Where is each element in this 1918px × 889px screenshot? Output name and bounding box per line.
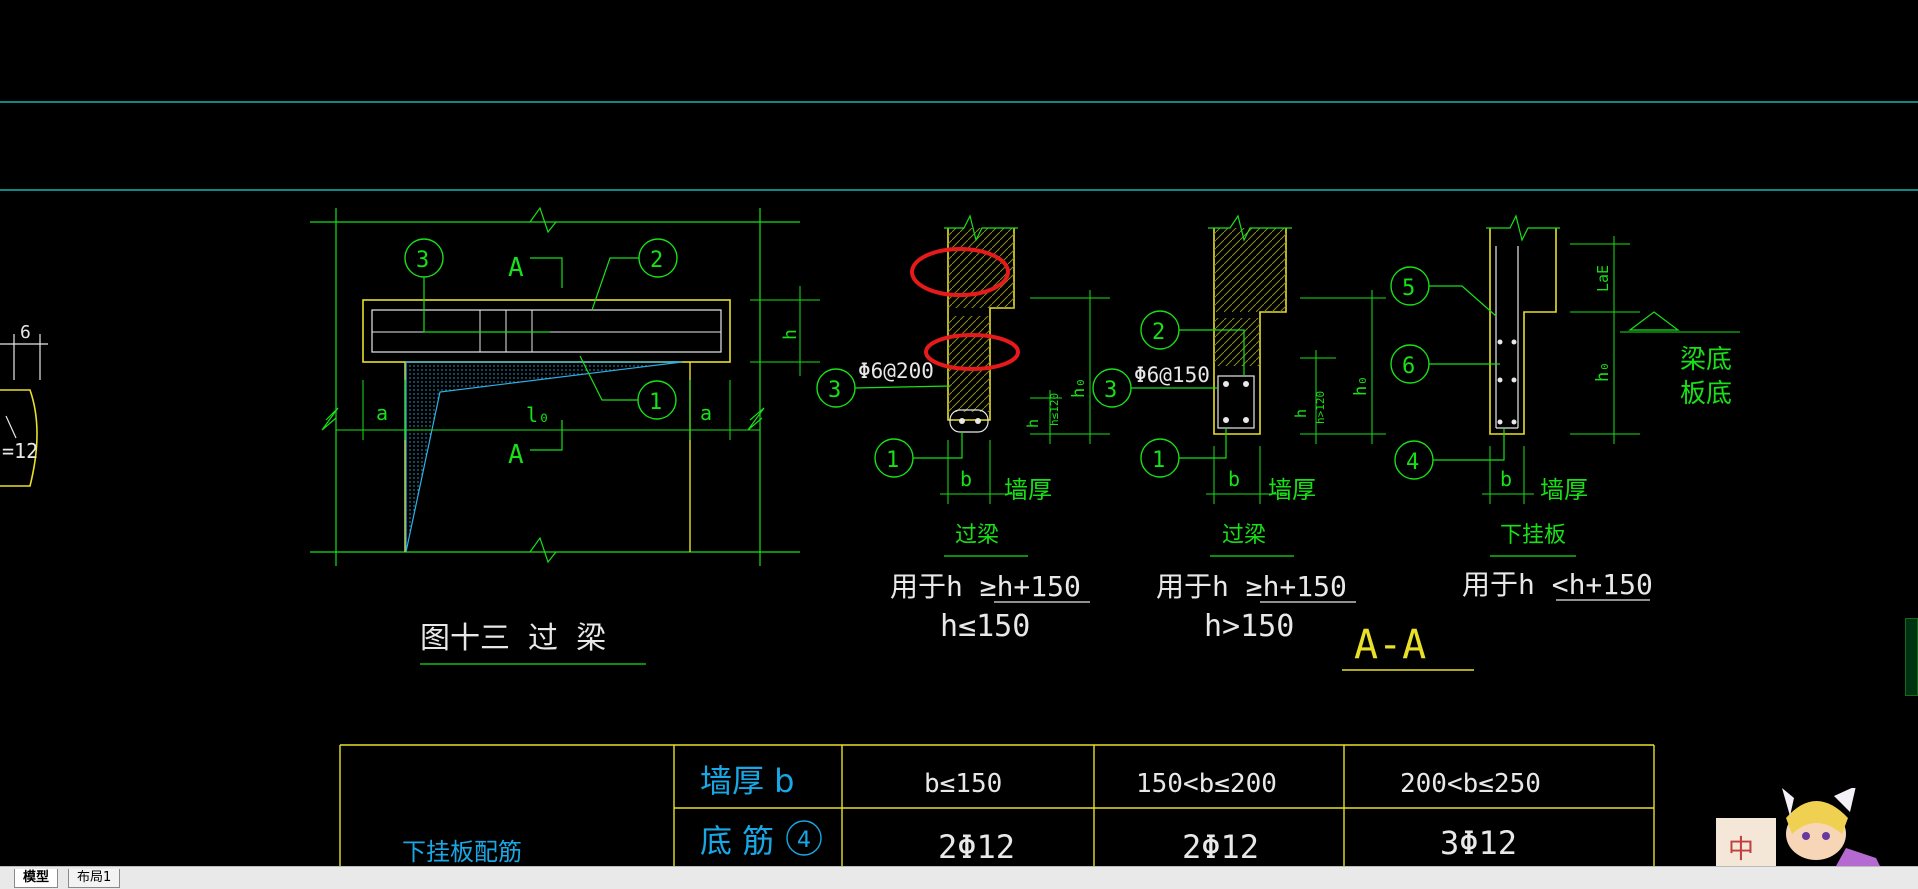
section-lintel-small: Φ6@200 3 1 b 墙厚 h₀ h h≤120 过梁 用于h ≥h+150… — [816, 214, 1110, 644]
dim-ho: h₀ — [1069, 378, 1089, 398]
dim-b: b — [960, 467, 972, 491]
dim-ho: h₀ — [1593, 362, 1613, 382]
rebar-table: 下挂板配筋 墙厚 b 底 筋 4 b≤150 150<b≤200 200<b≤2… — [339, 744, 1655, 866]
table-cell-bars-3: 3Φ12 — [1440, 824, 1517, 862]
callout-4-text: 4 — [1406, 450, 1419, 475]
wall-thickness: 墙厚 — [1268, 476, 1316, 504]
callout-3-text: 3 — [828, 378, 841, 403]
wall-thickness: 墙厚 — [1540, 476, 1588, 504]
callout-1-text: 1 — [886, 448, 899, 473]
mascot-text: 中 — [1728, 835, 1754, 865]
mascot-image[interactable]: 中 — [1716, 788, 1880, 866]
section-mark-a-bottom: A — [508, 440, 524, 470]
usage-line: 用于h ≥h+150 — [890, 570, 1081, 603]
callout-5-text: 5 — [1402, 276, 1415, 301]
left-fragment: 6 =12 — [0, 322, 48, 487]
condition: h≤150 — [940, 609, 1030, 644]
section-mark-a-top: A — [508, 253, 524, 283]
section-hanging-slab: 5 6 4 b 墙厚 LaE h₀ 梁底 板底 下挂板 用于h <h+150 — [1390, 214, 1740, 601]
table-cell-bars-2: 2Φ12 — [1182, 828, 1259, 866]
red-markup-2 — [924, 333, 1020, 371]
dim-h: h — [780, 329, 801, 340]
figure-13-lintel: A A 3 2 1 h a l₀ a 图十三 过 梁 — [310, 206, 820, 665]
note-beam-bottom: 梁底 — [1680, 345, 1732, 375]
dim-side: h≤120 — [1048, 393, 1061, 426]
dim-ho: h₀ — [1351, 376, 1371, 396]
table-cell-bars-1: 2Φ12 — [938, 828, 1015, 866]
dim-a-left: a — [376, 401, 388, 425]
cad-drawing: 6 =12 A A 3 — [0, 101, 1918, 866]
table-col-2: 150<b≤200 — [1136, 769, 1277, 799]
usage-line: 用于h <h+150 — [1462, 568, 1653, 601]
dim-lae: LaE — [1594, 265, 1612, 292]
callout-2-text: 2 — [650, 248, 663, 273]
usage-line: 用于h ≥h+150 — [1156, 570, 1347, 603]
condition: h>150 — [1204, 609, 1294, 644]
callout-4-text: 4 — [797, 828, 811, 853]
dim-h: h — [1292, 409, 1310, 418]
rebar-note: Φ6@150 — [1134, 363, 1210, 387]
dim-b: b — [1228, 467, 1240, 491]
callout-4 — [786, 820, 822, 856]
lintel-beam — [362, 299, 731, 363]
zoom-gauge[interactable] — [1905, 618, 1918, 696]
dim-a-right: a — [700, 401, 712, 425]
section-name: 过梁 — [1222, 523, 1266, 548]
note-slab-bottom: 板底 — [1680, 379, 1732, 409]
table-row-group-label: 下挂板配筋 — [402, 838, 522, 866]
wall-thickness: 墙厚 — [1004, 476, 1052, 504]
callout-6-text: 6 — [1402, 354, 1415, 379]
dim-side: h>120 — [1314, 391, 1327, 424]
callout-3-text: 3 — [416, 248, 429, 273]
hatched-support — [405, 361, 683, 553]
callout-1-text: 1 — [649, 390, 662, 415]
dim-b: b — [1500, 467, 1512, 491]
section-label-aa: A-A — [1354, 622, 1426, 668]
left-fragment-top-label: 6 — [20, 322, 31, 343]
section-name: 过梁 — [955, 523, 999, 548]
callout-2-text: 2 — [1152, 320, 1165, 345]
drawing-canvas[interactable]: 6 =12 A A 3 — [0, 0, 1918, 866]
table-row2-label: 底 筋 — [700, 822, 774, 860]
red-markup-1 — [910, 247, 1010, 297]
callout-3-text: 3 — [1104, 378, 1117, 403]
tab-layout1[interactable]: 布局1 — [68, 869, 121, 888]
callout-1-text: 1 — [1152, 448, 1165, 473]
left-fragment-bottom-label: =12 — [2, 439, 38, 463]
table-col-1: b≤150 — [924, 769, 1002, 799]
tab-model[interactable]: 模型 — [14, 869, 59, 888]
section-name: 下挂板 — [1500, 523, 1566, 548]
table-header-label: 墙厚 b — [700, 762, 795, 800]
dim-lo: l₀ — [526, 403, 550, 427]
table-col-3: 200<b≤250 — [1400, 769, 1541, 799]
figure-13-title: 图十三 过 梁 — [420, 621, 606, 656]
rebar-note: Φ6@200 — [858, 359, 934, 383]
dim-h: h — [1024, 419, 1042, 428]
layout-tab-bar: 模型 布局1 — [0, 866, 1918, 889]
section-lintel-large: Φ6@150 2 3 1 b 墙厚 h₀ h h>120 过梁 用于h ≥h+1… — [1092, 214, 1386, 644]
